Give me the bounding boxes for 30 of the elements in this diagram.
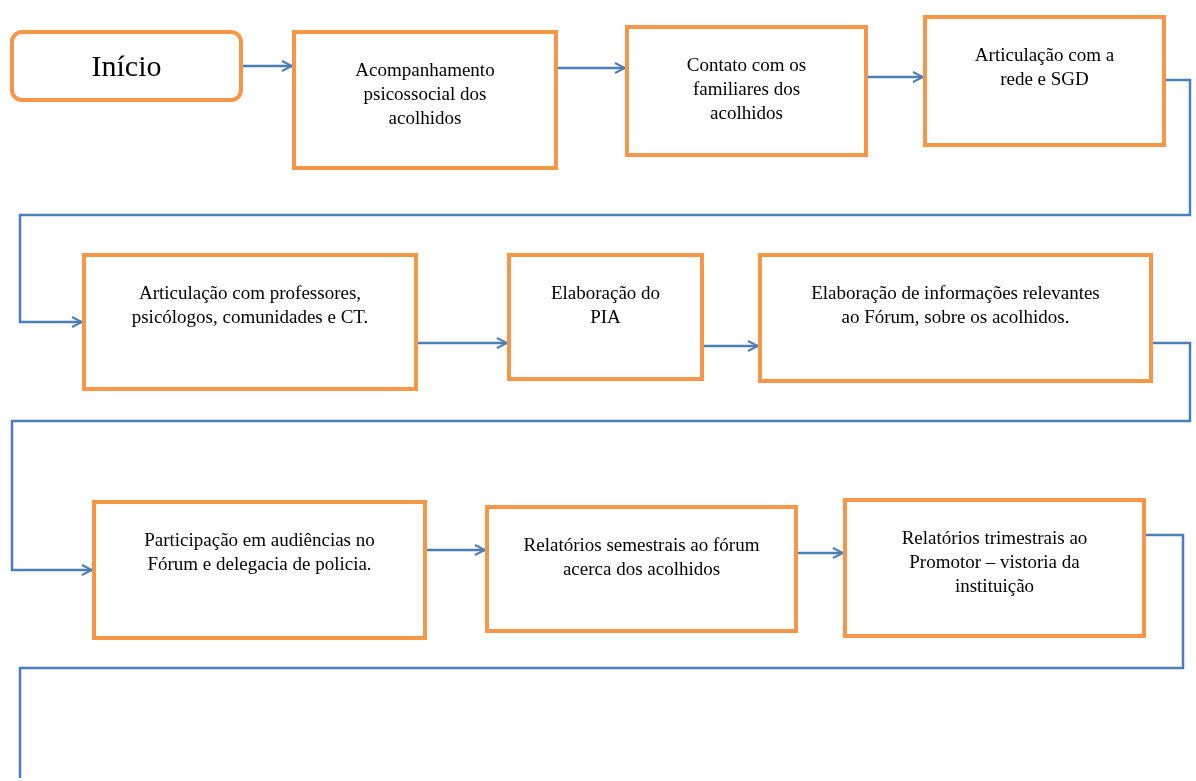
box-label: Início: [91, 48, 162, 85]
arrow: [243, 60, 293, 72]
box-label: Relatórios trimestrais ao Promotor – vistoria da instituição: [900, 526, 1089, 598]
box-label: Articulação com a rede e SGD: [973, 43, 1116, 91]
arrow: [10, 341, 1192, 576]
box-label: Contato com os familiares dos acolhidos: [685, 53, 808, 125]
box-label: Relatórios semestrais ao fórum acerca dos acolhidos: [522, 533, 761, 581]
arrow: [868, 71, 924, 83]
process-box: [82, 253, 418, 391]
box-label: Elaboração do PIA: [549, 281, 662, 329]
process-box: [507, 253, 704, 381]
process-box: [485, 505, 798, 633]
arrow: [427, 544, 486, 556]
connector-line: [18, 533, 1185, 778]
arrow: [704, 340, 759, 352]
arrow: [18, 78, 1192, 328]
arrow: [798, 547, 844, 559]
process-box: [923, 15, 1166, 147]
process-box: [92, 500, 427, 640]
box-label: Articulação com professores, psicólogos, comunidades e CT.: [130, 281, 370, 329]
process-box: [292, 30, 558, 170]
start-terminal: [10, 30, 243, 102]
process-box: [758, 253, 1153, 383]
arrow: [558, 62, 626, 74]
box-label: Elaboração de informações relevantes ao Fórum, sobre os acolhidos.: [810, 281, 1101, 329]
box-label: Acompanhamento psicossocial dos acolhidos: [354, 58, 496, 130]
box-label: Participação em audiências no Fórum e delegacia de policia.: [143, 528, 376, 576]
process-box: [625, 25, 868, 157]
arrow: [418, 337, 508, 349]
process-box: [843, 498, 1146, 638]
